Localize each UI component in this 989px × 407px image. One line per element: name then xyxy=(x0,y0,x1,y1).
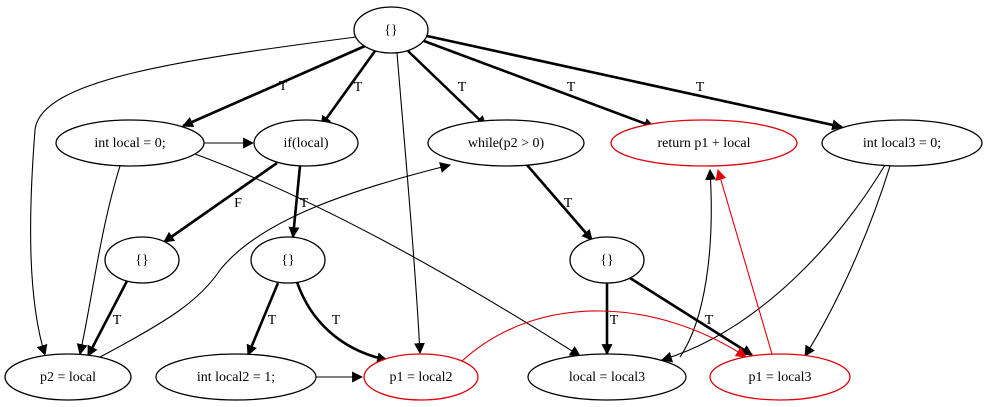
node-ellipse xyxy=(821,119,983,167)
node-label: while(p2 > 0) xyxy=(468,136,545,151)
node-n-p1-local2: p1 = local2 xyxy=(363,353,479,401)
node-n-block-t: {} xyxy=(250,236,326,284)
node-label: p1 = local3 xyxy=(748,370,811,385)
node-ellipse xyxy=(569,236,645,284)
edge-n_block_t-to-n_int_local2 xyxy=(246,282,280,357)
edge-label: T xyxy=(279,79,288,94)
node-ellipse xyxy=(610,119,798,167)
edge-root-to-n_int_local3 xyxy=(426,34,844,131)
edge-n_int_local-to-n_p2 xyxy=(76,165,121,356)
edge-label: T xyxy=(564,196,573,211)
edge-root-to-n_return xyxy=(423,39,656,129)
edge-n_int_local3-to-n_local_local3 xyxy=(660,164,886,363)
node-n-p1-local3: p1 = local3 xyxy=(709,353,851,401)
node-n-return: return p1 + local xyxy=(610,119,798,167)
node-ellipse xyxy=(363,353,479,401)
node-ellipse xyxy=(709,353,851,401)
edge-n_block_f-to-n_p2 xyxy=(86,280,129,357)
node-label: p2 = local xyxy=(40,370,96,385)
node-label: {} xyxy=(600,253,613,268)
node-n-local-local3: local = local3 xyxy=(527,353,687,401)
node-label: p1 = local2 xyxy=(389,370,452,385)
node-ellipse xyxy=(353,6,429,54)
edge-labels-layer: T T T T T F T T T T T T T xyxy=(113,79,714,328)
edge-n_if-to-n_block_f xyxy=(163,161,278,244)
node-root: {} xyxy=(353,6,429,54)
node-label: {} xyxy=(384,23,397,38)
edge-n_int_local3-to-n_p1_local3 xyxy=(804,165,891,357)
node-label: local = local3 xyxy=(569,370,645,385)
edge-label: T xyxy=(300,196,309,211)
edge-n_if-to-n_block_t xyxy=(288,165,302,239)
edge-n_local_local3-to-n_return xyxy=(679,168,717,358)
node-n-block-w: {} xyxy=(569,236,645,284)
edge-label: T xyxy=(268,313,277,328)
nodes-layer: {} int local = 0; if(local) while(p2 > 0) re… xyxy=(4,6,983,401)
node-label: {} xyxy=(135,253,148,268)
node-ellipse xyxy=(427,119,585,167)
edge-n_while-to-n_block_w xyxy=(526,164,593,241)
edge-n_block_t-to-n_p1_local2 xyxy=(295,281,389,364)
edge-n_p1_local2-to-n_p1_local3 xyxy=(461,310,747,362)
edge-label: T xyxy=(705,313,714,328)
node-ellipse xyxy=(527,353,687,401)
edge-n_int_local-to-n_local_local3 xyxy=(194,153,581,357)
edge-root-to-n_while xyxy=(407,50,487,127)
edge-label: T xyxy=(610,313,619,328)
node-n-int-local2: int local2 = 1; xyxy=(155,353,317,401)
node-ellipse xyxy=(104,236,180,284)
node-label: int local = 0; xyxy=(94,136,165,151)
edge-root-to-n_p2 xyxy=(30,36,357,357)
node-n-p2: p2 = local xyxy=(4,353,132,401)
node-label: {} xyxy=(281,253,294,268)
node-label: if(local) xyxy=(283,136,328,151)
edge-label: T xyxy=(458,80,467,95)
edge-n_p1_local3-to-n_return xyxy=(715,168,773,355)
node-ellipse xyxy=(253,119,359,167)
node-n-if: if(local) xyxy=(253,119,359,167)
node-label: int local2 = 1; xyxy=(197,370,275,385)
edge-n_p2-to-n_while xyxy=(99,162,452,358)
edge-n_block_w-to-n_p1_local3 xyxy=(629,276,753,357)
edge-label: T xyxy=(567,80,576,95)
node-n-while: while(p2 > 0) xyxy=(427,119,585,167)
edge-root-to-n_int_local xyxy=(181,44,366,128)
edge-label: T xyxy=(113,313,122,328)
edge-root-to-n_p1_local2 xyxy=(396,52,425,355)
node-label: int local3 = 0; xyxy=(863,136,941,151)
node-ellipse xyxy=(250,236,326,284)
node-ellipse xyxy=(155,353,317,401)
node-n-int-local3: int local3 = 0; xyxy=(821,119,983,167)
edge-label: T xyxy=(696,80,705,95)
node-n-int-local: int local = 0; xyxy=(55,119,205,167)
edge-root-to-n_if xyxy=(319,50,377,127)
node-ellipse xyxy=(4,353,132,401)
node-ellipse xyxy=(55,119,205,167)
edge-label: T xyxy=(354,80,363,95)
node-label: return p1 + local xyxy=(657,136,750,151)
edge-label: T xyxy=(332,313,341,328)
node-n-block-f: {} xyxy=(104,236,180,284)
edges-layer xyxy=(30,34,891,383)
edge-label: F xyxy=(234,196,242,211)
